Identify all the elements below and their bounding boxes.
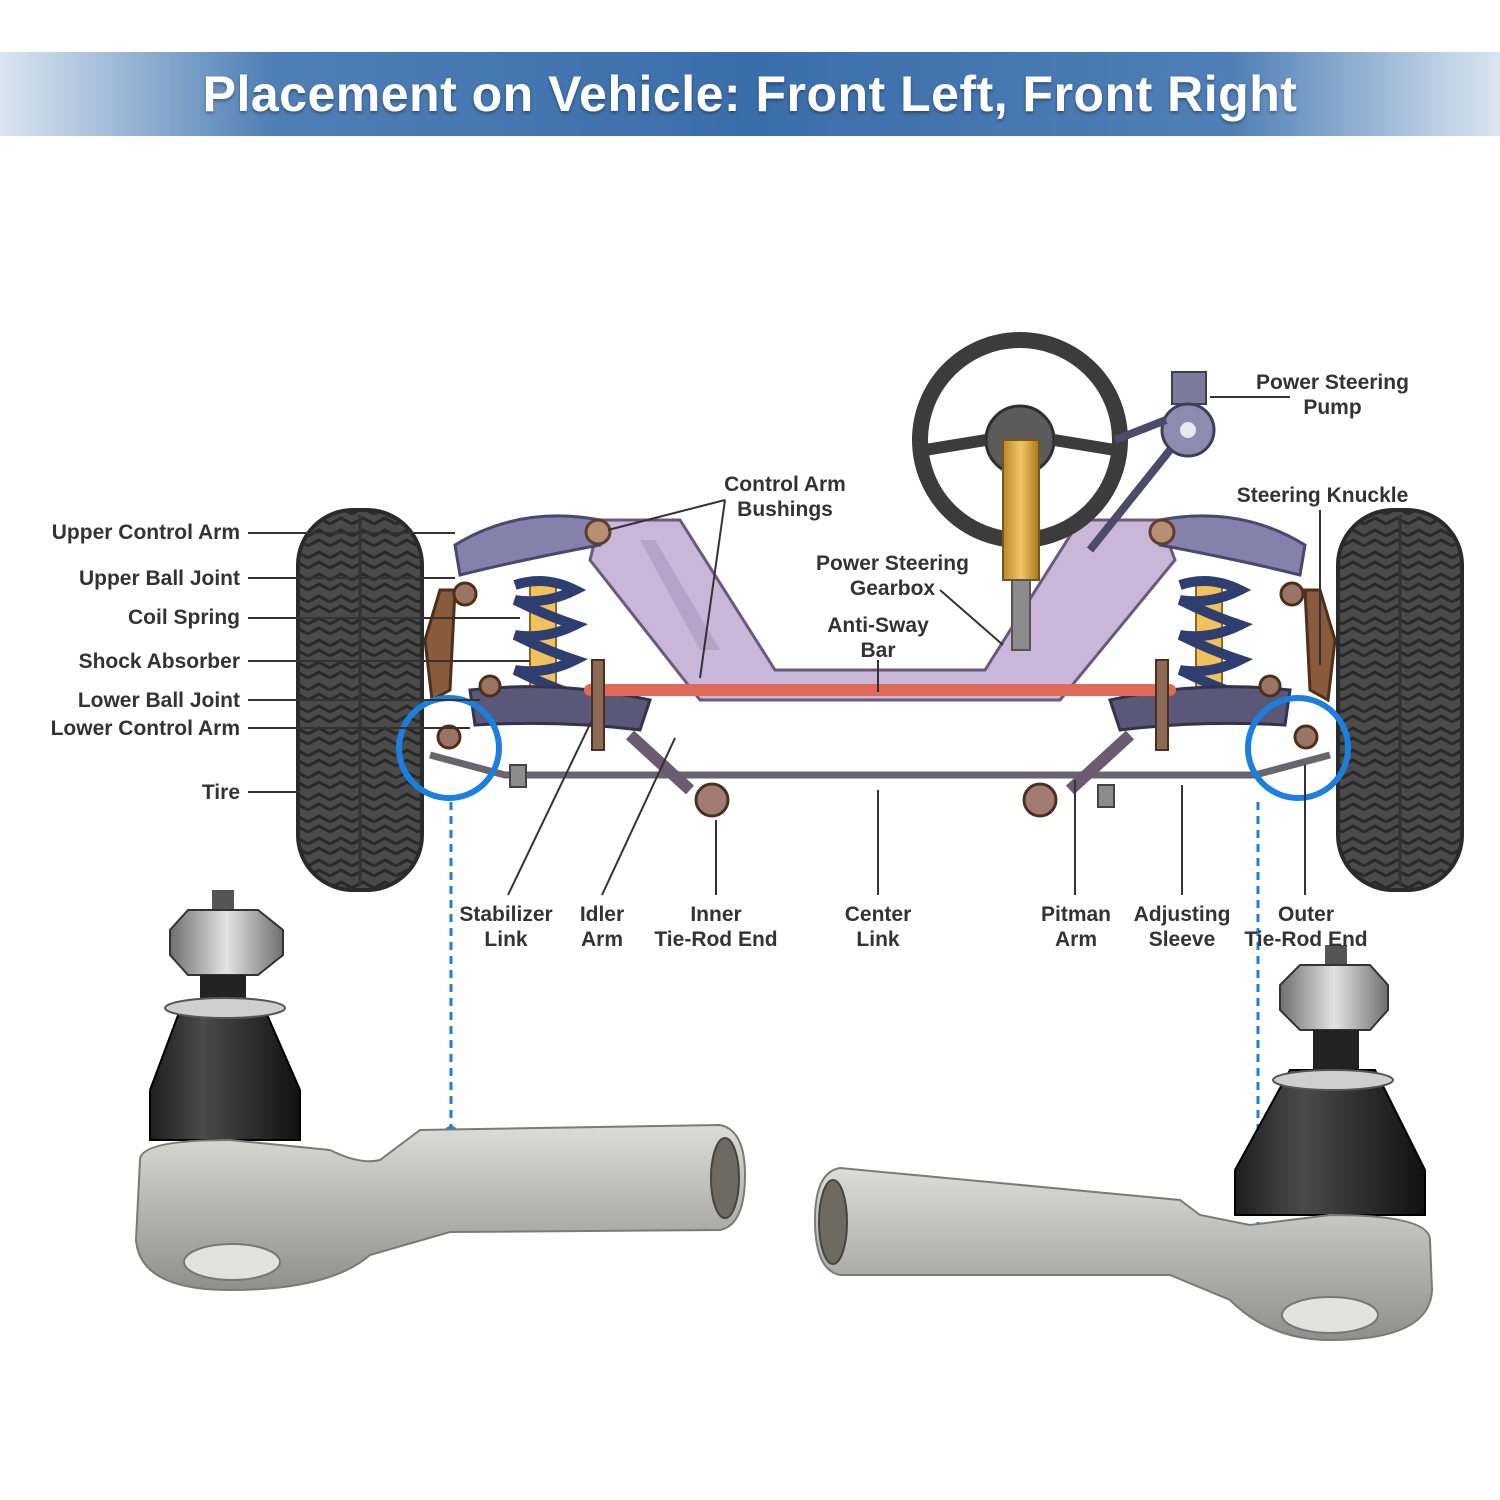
tie-rod-end-product-left — [134, 890, 747, 1292]
label-power-steering-pump-line1: Power Steering — [1256, 371, 1409, 394]
label-control-arm-bushings-line1: Control Arm — [724, 473, 846, 496]
upper-control-arm-left — [453, 514, 612, 577]
label-stabilizer-link-line2: Link — [484, 928, 528, 951]
title-banner: Placement on Vehicle: Front Left, Front … — [0, 52, 1500, 136]
label-shock-absorber: Shock Absorber — [78, 650, 240, 673]
label-idler-arm-line2: Arm — [580, 928, 623, 951]
label-adjusting-sleeve: Adjusting Sleeve — [1124, 902, 1240, 952]
label-control-arm-bushings: Control Arm Bushings — [700, 472, 870, 522]
label-stabilizer-link: Stabilizer Link — [446, 902, 566, 952]
tie-rod-end-product-right — [813, 945, 1434, 1342]
label-outer-tie-rod-end: Outer Tie-Rod End — [1236, 902, 1376, 952]
steering-knuckle-left — [423, 581, 478, 703]
label-inner-tie-rod-end-line2: Tie-Rod End — [654, 928, 778, 951]
label-anti-sway-bar-line2: Bar — [860, 639, 896, 662]
label-idler-arm-line1: Idler — [579, 903, 625, 926]
label-anti-sway-bar: Anti-Sway Bar — [808, 613, 948, 663]
label-coil-spring: Coil Spring — [128, 606, 240, 629]
label-anti-sway-bar-line1: Anti-Sway — [827, 614, 929, 637]
tire-right — [1336, 508, 1464, 892]
label-adjusting-sleeve-line2: Sleeve — [1148, 928, 1216, 951]
label-outer-tie-rod-end-line2: Tie-Rod End — [1244, 928, 1368, 951]
label-center-link: Center Link — [820, 902, 936, 952]
label-pitman-arm-line1: Pitman — [1040, 903, 1111, 926]
banner-title: Placement on Vehicle: Front Left, Front … — [202, 66, 1298, 122]
leader-lines — [248, 396, 1321, 896]
label-outer-tie-rod-end-line1: Outer — [1277, 903, 1334, 926]
label-center-link-line2: Link — [856, 928, 900, 951]
label-power-steering-pump: Power Steering Pump — [1240, 370, 1425, 420]
steering-knuckle-right — [1279, 581, 1337, 703]
label-pitman-arm-line2: Arm — [1054, 928, 1097, 951]
label-stabilizer-link-line1: Stabilizer — [459, 903, 553, 926]
highlight-circle-right — [1245, 695, 1351, 801]
label-lower-control-arm: Lower Control Arm — [50, 717, 240, 740]
highlight-circle-left — [396, 695, 502, 801]
label-inner-tie-rod-end: Inner Tie-Rod End — [646, 902, 786, 952]
label-steering-knuckle: Steering Knuckle — [1236, 484, 1409, 507]
label-power-steering-gearbox-line1: Power Steering — [816, 552, 969, 575]
stabilizer-links — [591, 659, 1169, 751]
label-control-arm-bushings-line2: Bushings — [737, 498, 833, 521]
coil-spring-right — [1177, 576, 1254, 700]
label-inner-tie-rod-end-line1: Inner — [690, 903, 742, 926]
label-power-steering-gearbox: Power Steering Gearbox — [800, 551, 985, 601]
frame-crossmember — [588, 518, 1177, 702]
label-idler-arm: Idler Arm — [560, 902, 644, 952]
steering-column — [1002, 439, 1040, 651]
coil-spring-left — [512, 576, 589, 700]
label-lower-ball-joint: Lower Ball Joint — [77, 689, 240, 712]
label-upper-control-arm: Upper Control Arm — [51, 521, 240, 544]
power-steering-pump — [1086, 371, 1216, 553]
label-upper-ball-joint: Upper Ball Joint — [78, 567, 240, 590]
label-power-steering-pump-line2: Pump — [1303, 396, 1362, 419]
label-pitman-arm: Pitman Arm — [1030, 902, 1122, 952]
upper-control-arm-right — [1148, 514, 1307, 577]
label-adjusting-sleeve-line1: Adjusting — [1133, 903, 1231, 926]
label-center-link-line1: Center — [844, 903, 912, 926]
steering-linkage — [429, 724, 1331, 818]
label-tire: Tire — [201, 781, 240, 804]
label-power-steering-gearbox-line2: Gearbox — [849, 577, 936, 600]
